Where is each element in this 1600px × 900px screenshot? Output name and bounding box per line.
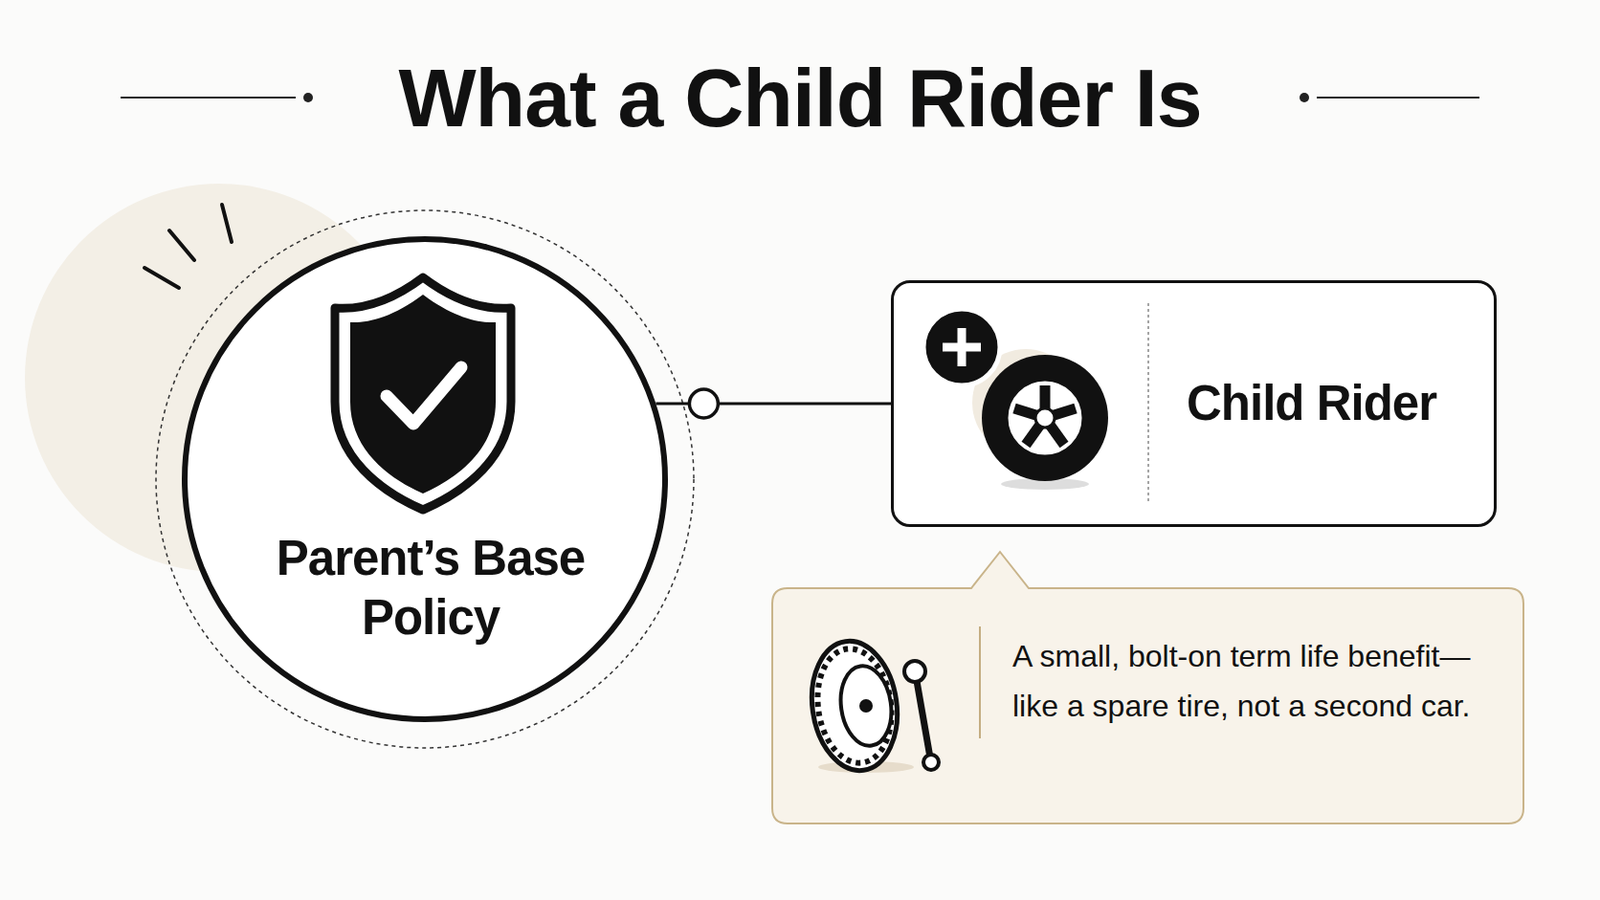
- diagram-title: What a Child Rider Is: [0, 45, 1600, 150]
- connector-line: [655, 402, 891, 406]
- callout-bubble: A small, bolt-on term life benefit—like …: [771, 551, 1525, 825]
- callout-shape: [772, 552, 1524, 824]
- node-label: Child Rider: [1186, 374, 1493, 434]
- callout-outline: [771, 551, 1525, 825]
- policy-circle: Parent’s Base Policy: [181, 236, 668, 723]
- sparkle-line: [169, 230, 195, 261]
- title-rule: [1316, 96, 1480, 99]
- rider-box: Child Rider: [890, 280, 1497, 528]
- title-rule: [120, 96, 296, 99]
- sparkle-line: [144, 267, 179, 289]
- connector-node: [688, 389, 718, 419]
- dashed-ring: [155, 210, 694, 749]
- callout-text: A small, bolt-on term life benefit—like …: [1012, 631, 1491, 732]
- sparkle-line: [222, 204, 232, 243]
- connector: [655, 389, 891, 419]
- title-dot: [1299, 92, 1310, 103]
- node-label: Parent’s Base Policy: [267, 529, 594, 648]
- title-dot: [303, 92, 313, 103]
